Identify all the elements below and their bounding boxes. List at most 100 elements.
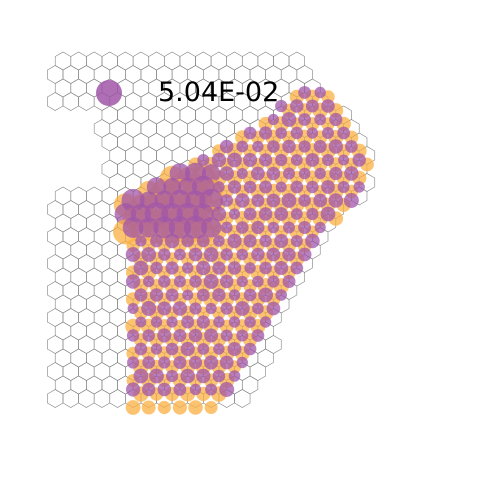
purple-site-marker <box>274 261 289 275</box>
purple-site-marker <box>338 154 350 166</box>
hex-cell <box>78 362 95 381</box>
purple-site-marker <box>150 234 163 248</box>
purple-site-marker <box>298 167 311 180</box>
purple-site-marker <box>227 261 242 275</box>
purple-site-marker <box>290 180 304 194</box>
hex-cell <box>70 186 87 206</box>
hex-cell <box>70 78 87 98</box>
hex-cell <box>47 362 64 381</box>
purple-site-marker <box>259 261 272 275</box>
purple-site-marker <box>188 355 203 370</box>
purple-site-marker <box>243 126 257 140</box>
purple-site-marker <box>236 140 249 153</box>
hex-cell <box>62 254 79 273</box>
purple-site-marker <box>205 302 217 315</box>
purple-site-marker <box>266 247 281 262</box>
hex-cell <box>288 51 305 71</box>
purple-site-marker <box>298 113 311 126</box>
purple-site-marker <box>322 127 334 139</box>
hex-cell <box>70 51 87 71</box>
hex-cell <box>47 227 64 246</box>
purple-site-marker <box>219 139 234 154</box>
hex-cell <box>117 105 134 125</box>
purple-site-marker <box>321 99 335 113</box>
hex-cell <box>47 335 64 354</box>
purple-site-marker <box>352 153 366 167</box>
purple-site-marker <box>173 356 187 369</box>
hex-cell <box>171 146 189 165</box>
hex-cell <box>101 159 118 179</box>
purple-site-marker <box>236 168 248 179</box>
purple-site-marker <box>298 221 312 234</box>
purple-site-marker <box>220 194 233 207</box>
purple-site-marker <box>290 261 304 275</box>
purple-site-marker <box>182 289 194 301</box>
purple-site-marker <box>181 234 194 248</box>
purple-site-marker <box>290 235 303 247</box>
hex-cell <box>86 213 103 233</box>
purple-site-marker <box>322 154 334 166</box>
purple-site-marker <box>259 180 273 194</box>
purple-site-marker <box>281 112 297 127</box>
purple-site-marker <box>236 221 249 234</box>
purple-site-marker <box>165 342 179 356</box>
hex-cell <box>148 132 165 152</box>
purple-site-marker <box>243 153 258 167</box>
hex-cell <box>62 362 79 381</box>
purple-site-marker <box>306 180 319 194</box>
purple-site-marker <box>252 275 264 288</box>
purple-site-marker <box>353 181 365 193</box>
purple-site-marker <box>173 383 187 396</box>
purple-site-marker <box>150 316 163 328</box>
purple-site-marker <box>267 113 279 126</box>
hex-cell <box>257 348 274 368</box>
hex-cell <box>164 132 181 152</box>
hex-cell <box>54 294 72 314</box>
purple-site-marker <box>305 153 320 167</box>
hex-cell <box>62 335 79 354</box>
hex-cell <box>93 308 111 327</box>
purple-site-marker <box>149 368 164 384</box>
hex-cell <box>132 51 150 71</box>
purple-site-marker <box>298 140 311 153</box>
hex-cell <box>47 65 64 84</box>
hex-cell <box>203 119 220 138</box>
purple-site-marker <box>213 235 225 247</box>
hex-cell <box>179 132 196 152</box>
purple-site-marker <box>236 275 248 288</box>
purple-site-marker <box>275 127 288 139</box>
purple-site-marker <box>166 369 179 383</box>
hex-cell <box>78 389 95 408</box>
purple-site-marker <box>251 247 265 262</box>
hex-cell <box>241 51 259 71</box>
hex-cell <box>132 132 150 152</box>
hex-cell <box>86 375 103 395</box>
purple-site-marker <box>180 368 195 384</box>
purple-site-marker <box>251 194 265 207</box>
purple-site-marker <box>158 356 171 369</box>
hex-cell <box>70 321 87 341</box>
purple-site-marker <box>228 289 241 301</box>
purple-site-marker <box>166 316 178 328</box>
purple-site-marker <box>150 261 163 275</box>
purple-site-marker <box>157 382 172 397</box>
purple-site-marker <box>313 193 328 208</box>
hex-cell <box>47 281 64 300</box>
hex-cell <box>273 51 290 71</box>
hex-cell <box>78 227 95 246</box>
purple-site-marker <box>203 247 219 262</box>
purple-site-marker <box>290 99 304 113</box>
hex-cell <box>156 146 173 165</box>
legend-marker <box>96 80 122 106</box>
hex-cell <box>257 51 274 71</box>
hex-cell <box>54 51 72 71</box>
hex-cell <box>54 375 72 395</box>
purple-site-marker <box>306 207 319 221</box>
hex-cell <box>101 375 118 395</box>
purple-site-marker <box>181 315 195 329</box>
purple-site-marker <box>344 166 359 181</box>
purple-site-marker <box>290 154 303 166</box>
purple-site-marker <box>283 167 295 180</box>
purple-site-marker <box>220 221 233 234</box>
